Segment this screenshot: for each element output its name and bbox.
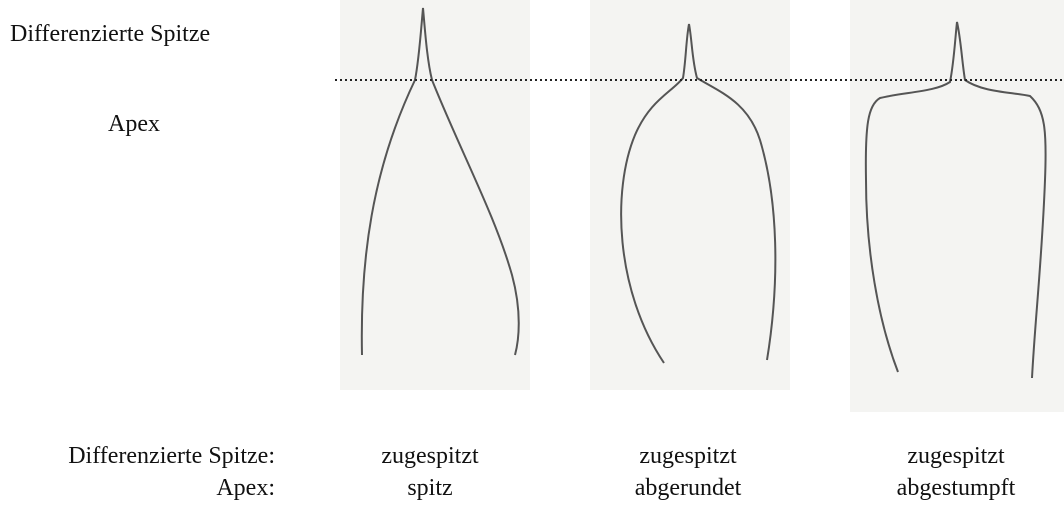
example-apex-value: spitz [330, 474, 530, 502]
example-tip-value: zugespitzt [856, 442, 1056, 470]
legend-tip-label: Differenzierte Spitze: [68, 442, 275, 470]
paper-panel-3 [850, 0, 1064, 412]
example-tip-value: zugespitzt [588, 442, 788, 470]
label-differentiated-tip: Differenzierte Spitze [10, 20, 210, 48]
label-apex: Apex [108, 110, 160, 138]
paper-panel-2 [590, 0, 790, 390]
legend-apex-label: Apex: [216, 474, 275, 502]
example-tip-value: zugespitzt [330, 442, 530, 470]
paper-panel-1 [340, 0, 530, 390]
example-apex-value: abgerundet [588, 474, 788, 502]
example-apex-value: abgestumpft [856, 474, 1056, 502]
